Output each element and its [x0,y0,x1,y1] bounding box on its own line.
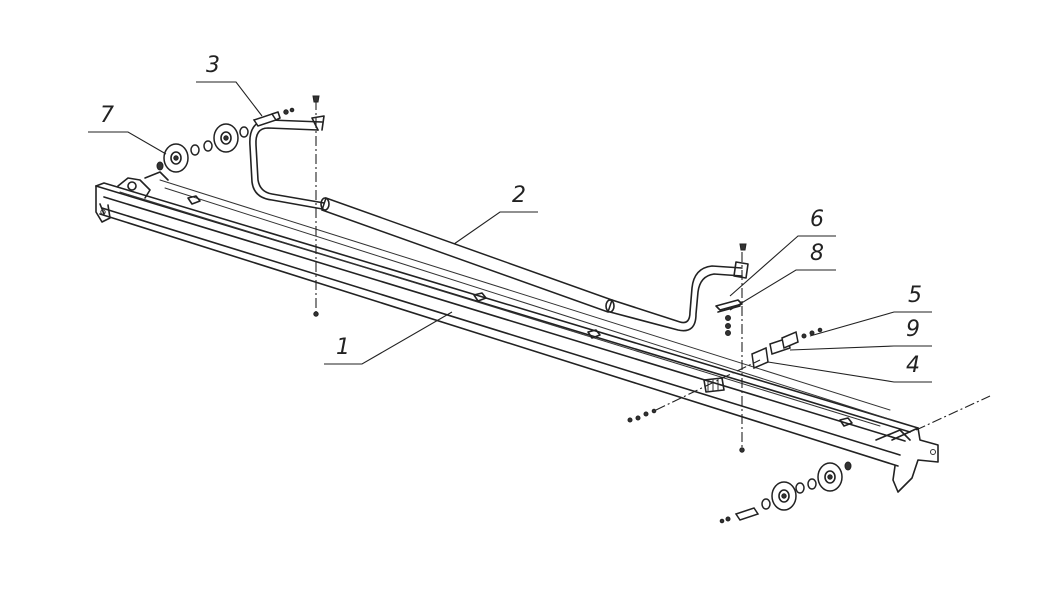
leader-lines [88,81,932,383]
callout-9: 9 [906,317,920,342]
pin-upper [252,107,295,127]
callout-8: 8 [810,241,824,266]
wheel-set-right [719,461,852,524]
main-rail-frame [95,171,939,493]
bracket-fasteners [715,243,747,336]
callout-4: 4 [906,353,920,378]
wheel-set-left [156,123,249,173]
callout-2: 2 [512,183,526,208]
tube-guide-bar [249,115,749,332]
callout-7: 7 [100,103,114,128]
callout-6: 6 [810,207,824,232]
callout-labels: 3 7 2 1 6 8 5 9 4 [100,53,922,378]
callout-1: 1 [336,335,350,360]
callout-3: 3 [206,53,220,78]
callout-5: 5 [908,283,922,308]
side-brackets [627,327,823,423]
center-lines [312,95,991,453]
